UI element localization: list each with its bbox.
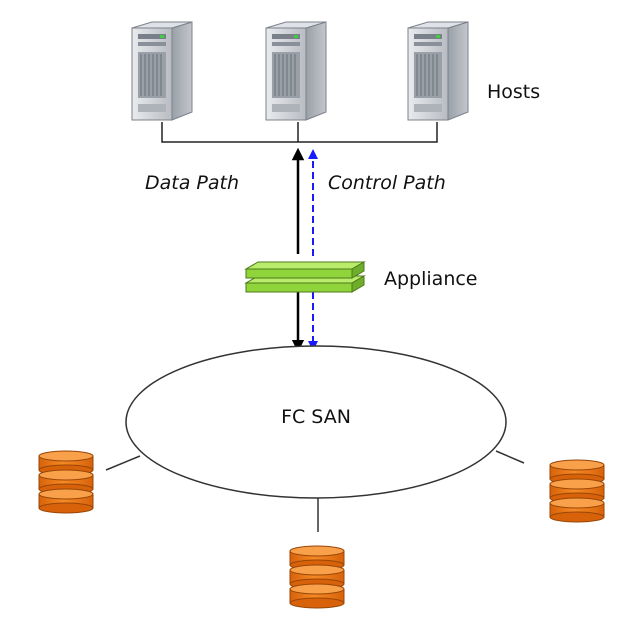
storage-disk-left-icon	[38, 450, 94, 514]
fc-san-ellipse	[125, 345, 507, 499]
fc-san-label: FC SAN	[281, 406, 351, 428]
host-server-right-icon	[407, 21, 469, 121]
appliance-label: Appliance	[384, 268, 478, 290]
data-path-label: Data Path	[145, 172, 239, 194]
host-server-center-icon	[265, 21, 327, 121]
host-server-left-icon	[131, 21, 193, 121]
host-connector-bus	[161, 122, 438, 143]
hosts-label: Hosts	[487, 81, 540, 103]
storage-disk-bottom-icon	[289, 545, 345, 609]
control-path-label: Control Path	[328, 172, 446, 194]
storage-disk-right-icon	[549, 459, 605, 523]
san-storage-links	[105, 450, 525, 532]
appliance-icon	[244, 261, 366, 293]
